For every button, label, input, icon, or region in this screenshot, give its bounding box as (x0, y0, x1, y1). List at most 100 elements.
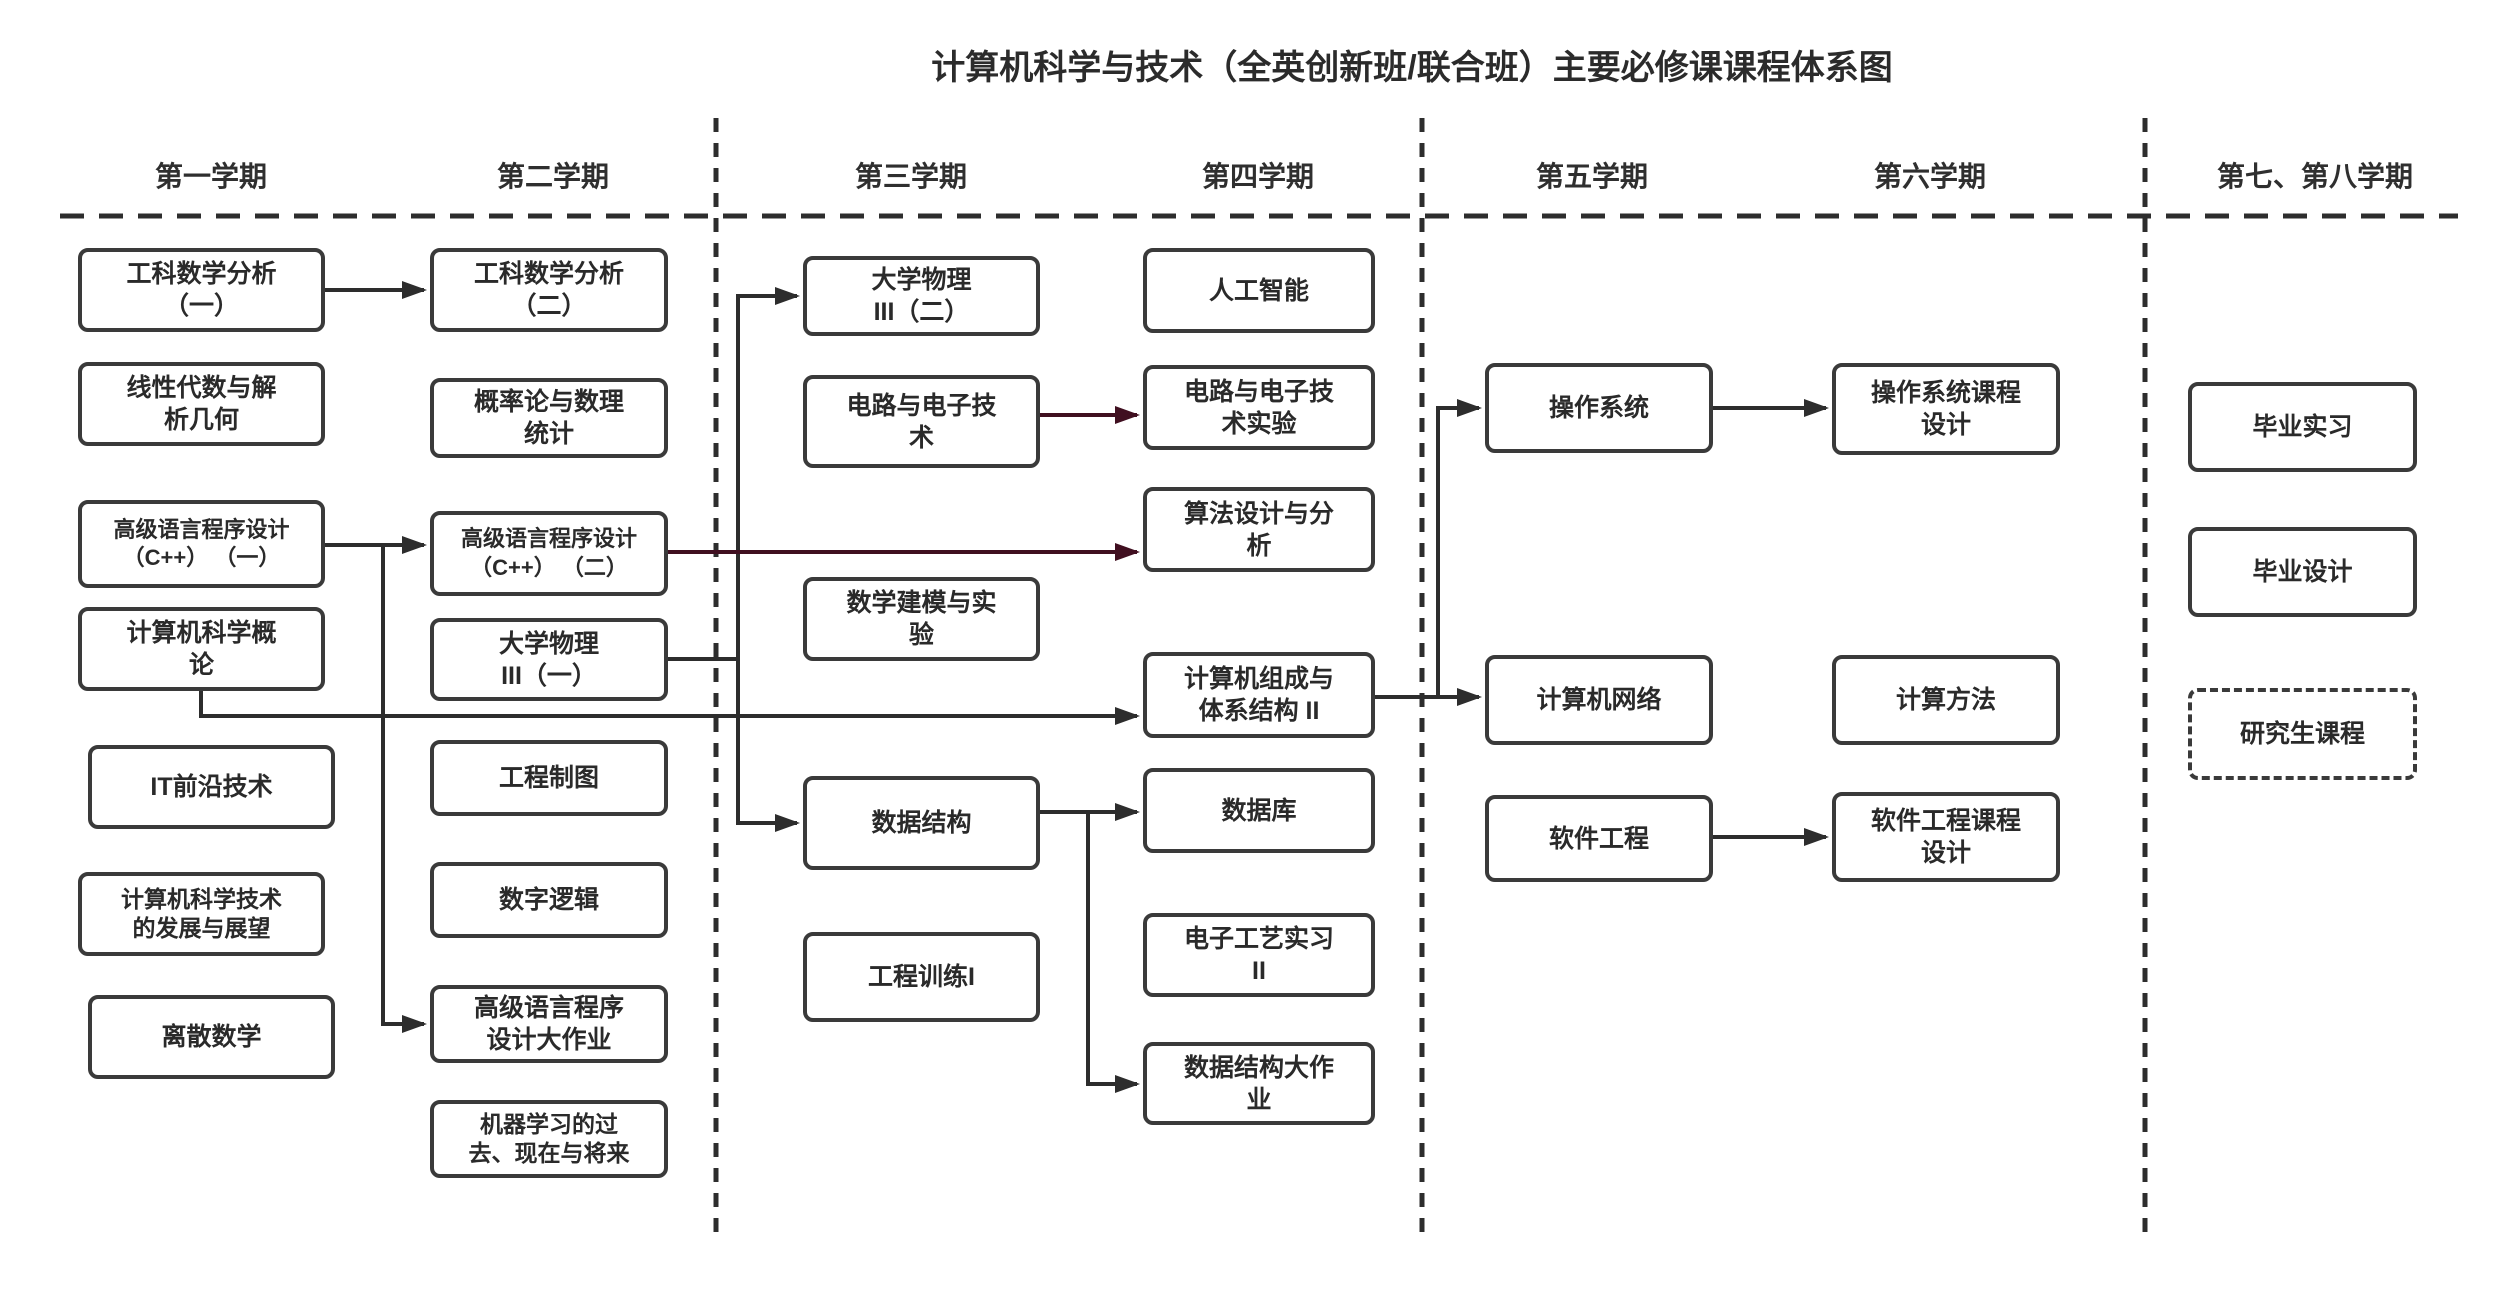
course-box-graduation-practice: 毕业实习 (2188, 382, 2417, 472)
course-box-eng-math-2: 工科数学分析 （二） (430, 248, 668, 332)
course-box-os-design: 操作系统课程 设计 (1832, 363, 2060, 455)
course-box-eng-math-1: 工科数学分析 （一） (78, 248, 325, 332)
course-box-ds-project: 数据结构大作 业 (1143, 1042, 1375, 1125)
arrowhead-eng-math-1-to-eng-math-2 (402, 281, 427, 299)
course-box-cs-intro: 计算机科学概 论 (78, 607, 325, 691)
course-label: 计算机科学概 论 (126, 619, 277, 679)
course-label: 研究生课程 (2239, 720, 2365, 748)
course-box-graduation-design: 毕业设计 (2188, 527, 2417, 617)
edge-physics1-to-physics2 (668, 294, 797, 661)
course-label: 概率论与数理 统计 (473, 388, 624, 448)
arrowhead-cpp1-to-cpp-project (402, 1015, 427, 1033)
course-label: 电路与电子技 术 (846, 391, 997, 452)
course-box-discrete-math: 离散数学 (88, 995, 335, 1079)
course-label: 数据库 (1221, 796, 1297, 825)
course-box-circuits: 电路与电子技 术 (803, 375, 1040, 468)
course-label: IT前沿技术 (150, 773, 273, 801)
semester-header-6: 第六学期 (1873, 161, 1987, 192)
course-box-physics2: 大学物理 III（二） (803, 256, 1040, 336)
course-box-eng-training-1: 工程训练I (803, 932, 1040, 1022)
course-label: 数字逻辑 (498, 886, 599, 914)
arrowhead-data-structures-to-database (1115, 803, 1140, 821)
arrowhead-physics1-to-physics2 (775, 287, 800, 305)
course-label: 高级语言程序 设计大作业 (473, 994, 624, 1054)
edge-cpp1-to-cpp-project (381, 545, 424, 1026)
semester-header-3: 第三学期 (854, 161, 968, 192)
course-label: 电子工艺实习 II (1183, 925, 1334, 985)
course-box-data-structures: 数据结构 (803, 776, 1040, 870)
course-box-numerical-methods: 计算方法 (1832, 655, 2060, 745)
course-label: 数据结构大作 业 (1183, 1053, 1334, 1114)
semester-header-4: 第四学期 (1201, 161, 1315, 192)
course-label: 工科数学分析 （二） (473, 260, 624, 320)
arrowhead-comp-org-to-networks (1457, 688, 1482, 706)
semester-header-2: 第二学期 (496, 161, 610, 192)
course-label: 大学物理 III（二） (871, 266, 972, 326)
arrowhead-os-to-os-design (1804, 399, 1829, 417)
course-label: 工科数学分析 （一） (126, 260, 277, 320)
course-label: 操作系统 (1548, 394, 1649, 422)
course-box-cpp1: 高级语言程序设计 （C++） （一） (78, 500, 325, 588)
course-box-eng-drafting: 工程制图 (430, 740, 668, 816)
edge-physics1-to-data-structures (668, 657, 797, 825)
course-box-database: 数据库 (1143, 768, 1375, 853)
edge-comp-org-to-os (1375, 406, 1479, 699)
arrowhead-cs-intro-to-comp-org (1115, 707, 1140, 725)
semester-header-1: 第一学期 (154, 161, 268, 192)
course-label: 离散数学 (161, 1023, 262, 1051)
course-box-electronics-practice: 电子工艺实习 II (1143, 913, 1375, 997)
course-box-math-modeling: 数学建模与实 验 (803, 577, 1040, 661)
course-label: 线性代数与解 析几何 (126, 374, 277, 434)
course-box-physics1: 大学物理 III（一） (430, 618, 668, 701)
course-box-networks: 计算机网络 (1485, 655, 1713, 745)
course-box-se-design: 软件工程课程 设计 (1832, 792, 2060, 882)
course-label: 毕业设计 (2252, 558, 2353, 586)
arrowhead-software-eng-to-se-design (1804, 828, 1829, 846)
page-title: 计算机科学与技术（全英创新班/联合班）主要必修课课程体系图 (931, 49, 1893, 87)
course-box-cs-dev-outlook: 计算机科学技术 的发展与展望 (78, 872, 325, 956)
arrowhead-comp-org-to-os (1457, 399, 1482, 417)
course-box-os: 操作系统 (1485, 363, 1713, 453)
semester-header-7: 第七、第八学期 (2216, 161, 2414, 192)
arrowhead-data-structures-to-ds-project (1115, 1075, 1140, 1093)
course-label: 数据结构 (871, 809, 972, 837)
course-box-probability: 概率论与数理 统计 (430, 378, 668, 458)
course-box-cpp2: 高级语言程序设计 （C++） （二） (430, 511, 668, 596)
course-box-software-eng: 软件工程 (1485, 795, 1713, 882)
course-box-comp-org: 计算机组成与 体系结构 II (1143, 652, 1375, 738)
arrowhead-cpp1-to-cpp2 (402, 536, 427, 554)
course-label: 工程制图 (498, 764, 599, 792)
course-label: 计算机组成与 体系结构 II (1183, 665, 1334, 725)
course-box-circuits-lab: 电路与电子技 术实验 (1143, 365, 1375, 450)
course-label: 工程训练I (868, 963, 975, 991)
course-box-algorithms: 算法设计与分 析 (1143, 487, 1375, 572)
course-box-ml-past-future: 机器学习的过 去、现在与将来 (430, 1100, 668, 1178)
course-label: 计算机网络 (1536, 686, 1662, 714)
course-label: 计算机科学技术 的发展与展望 (121, 885, 282, 941)
course-box-graduate-courses: 研究生课程 (2188, 688, 2417, 780)
course-label: 大学物理 III（一） (498, 629, 599, 690)
course-box-cpp-project: 高级语言程序 设计大作业 (430, 985, 668, 1063)
course-box-it-frontier: IT前沿技术 (88, 745, 335, 829)
course-box-digital-logic: 数字逻辑 (430, 862, 668, 938)
course-label: 电路与电子技 术实验 (1183, 377, 1334, 438)
course-label: 软件工程 (1548, 824, 1649, 853)
edge-data-structures-to-ds-project (1040, 810, 1137, 1086)
edge-cs-intro-to-comp-org (199, 691, 1137, 718)
course-label: 人工智能 (1208, 276, 1309, 305)
course-label: 算法设计与分 析 (1183, 499, 1334, 560)
semester-header-5: 第五学期 (1535, 161, 1649, 192)
course-label: 计算方法 (1895, 686, 1996, 714)
course-label: 数学建模与实 验 (846, 589, 997, 649)
course-label: 毕业实习 (2252, 413, 2353, 441)
course-label: 软件工程课程 设计 (1870, 807, 2021, 867)
arrowhead-physics1-to-data-structures (775, 814, 800, 832)
course-label: 操作系统课程 设计 (1870, 379, 2021, 439)
course-label: 高级语言程序设计 （C++） （二） (460, 526, 637, 580)
arrowhead-cpp2-to-algorithms (1115, 543, 1140, 561)
course-box-ai: 人工智能 (1143, 248, 1375, 333)
arrowhead-circuits-to-circuits-lab (1115, 406, 1140, 424)
course-box-linear-algebra: 线性代数与解 析几何 (78, 362, 325, 446)
